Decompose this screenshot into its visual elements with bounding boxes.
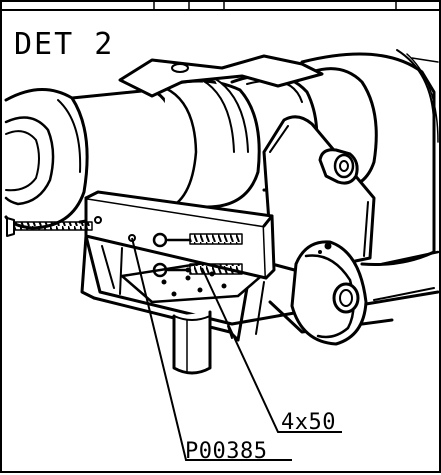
top-clamp-plate [118, 54, 324, 98]
detail-title: DET 2 [14, 27, 114, 62]
side-knob [318, 148, 359, 185]
support-post [172, 310, 212, 375]
callout-leaders [131, 237, 342, 461]
callout-screw-size: 4x50 [281, 410, 336, 435]
title-block-strip [2, 2, 441, 11]
front-bracket-bar [84, 190, 276, 280]
leader-p00385 [131, 237, 292, 461]
callout-part-number: P00385 [185, 439, 267, 464]
front-flange-wheel [4, 88, 89, 230]
leader-4x50 [201, 267, 342, 433]
bottom-rail [364, 290, 440, 306]
screws [6, 217, 243, 275]
roller-cylinders [70, 67, 378, 224]
right-wheel [290, 240, 368, 346]
